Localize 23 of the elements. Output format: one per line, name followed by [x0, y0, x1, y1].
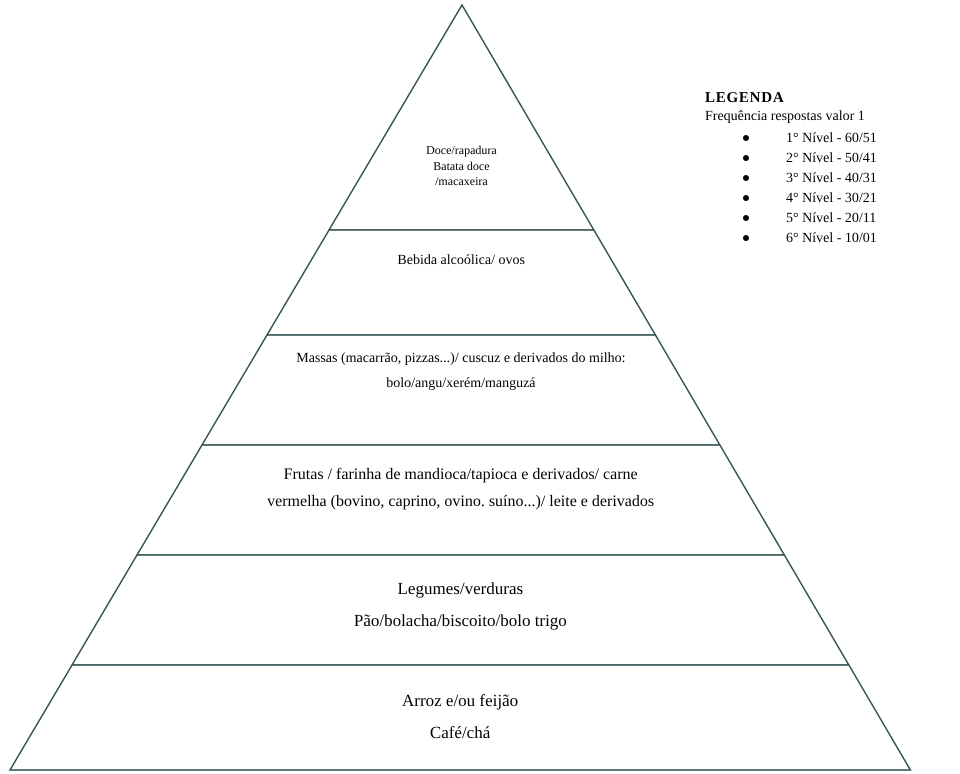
tier-text: Doce/rapadura [426, 143, 497, 159]
legend-subtitle: Frequência respostas valor 1 [705, 108, 866, 126]
legend-text: 4° Nível - 30/21 [786, 190, 877, 208]
legend-text: 6° Nível - 10/01 [786, 230, 877, 248]
pyramid-tier [136, 445, 784, 555]
legend-text: 5° Nível - 20/11 [786, 210, 876, 228]
legend-text: 2° Nível - 50/41 [786, 150, 877, 168]
pyramid-tier [72, 555, 849, 665]
pyramid-tier [329, 5, 594, 230]
pyramid-tier [266, 230, 656, 335]
tier-text: Legumes/verduras [398, 578, 524, 600]
legend-text: 1° Nível - 60/51 [786, 130, 877, 148]
legend-text: 3° Nível - 40/31 [786, 170, 877, 188]
pyramid-tier [10, 665, 910, 770]
tier-text: Café/chá [430, 722, 490, 744]
tier-text: Pão/bolacha/biscoito/bolo trigo [354, 610, 567, 632]
legend-title: LEGENDA [705, 89, 786, 108]
tier-text: Massas (macarrão, pizzas...)/ cuscuz e derivados do milho: bolo/angu/xerém/manguzá [296, 350, 626, 392]
tier-text: Bebida alcoólica/ ovos [397, 252, 525, 270]
tier-text: Arroz e/ou feijão [402, 690, 518, 712]
pyramid-tier [202, 335, 720, 445]
tier-text: Batata doce /macaxeira [432, 158, 491, 190]
tier-text: Frutas / farinha de mandioca/tapioca e derivados/ carne vermelha (bovino, caprino, ovino. suíno...)/ leite e derivados [266, 465, 656, 512]
